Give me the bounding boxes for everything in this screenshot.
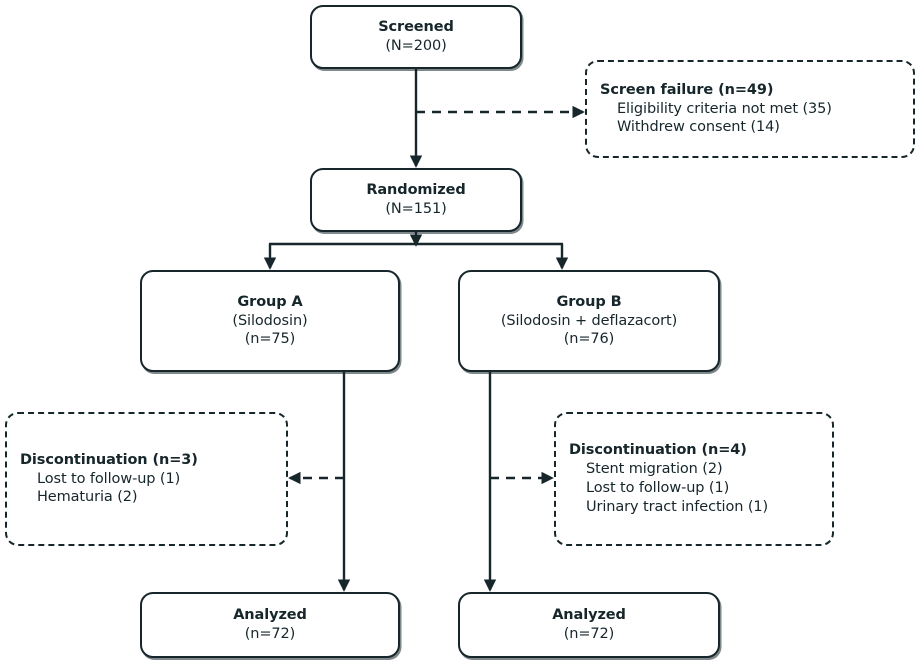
node-analyzed-a: Analyzed (n=72) — [140, 592, 400, 658]
node-discontinuation-a: Discontinuation (n=3) Lost to follow-up … — [5, 412, 288, 546]
node-screen-failure-header: Screen failure (n=49) — [600, 81, 774, 98]
node-group-a: Group A (Silodosin) (n=75) — [140, 270, 400, 372]
node-group-a-drug: (Silodosin) — [232, 312, 308, 329]
node-discontinuation-a-item: Hematuria (2) — [37, 489, 138, 506]
node-discontinuation-a-header: Discontinuation (n=3) — [20, 451, 198, 468]
node-screen-failure: Screen failure (n=49) Eligibility criter… — [585, 60, 915, 158]
node-discontinuation-b-item: Urinary tract infection (1) — [586, 498, 769, 515]
node-analyzed-b-count: (n=72) — [563, 626, 615, 642]
node-discontinuation-b-header: Discontinuation (n=4) — [569, 442, 747, 459]
node-group-b-count: (n=76) — [563, 331, 615, 348]
node-randomized-title: Randomized — [366, 182, 466, 199]
node-group-b-title: Group B — [556, 293, 622, 310]
node-analyzed-a-count: (n=72) — [244, 626, 296, 642]
node-screened-title: Screened — [378, 19, 454, 36]
node-group-a-count: (n=75) — [244, 331, 296, 348]
node-randomized-count: (N=151) — [385, 201, 447, 217]
node-group-b: Group B (Silodosin + deflazacort) (n=76) — [458, 270, 720, 372]
node-analyzed-a-title: Analyzed — [233, 607, 307, 624]
node-analyzed-b: Analyzed (n=72) — [458, 592, 720, 658]
node-screened-count: (N=200) — [385, 38, 447, 54]
node-randomized: Randomized (N=151) — [310, 168, 522, 232]
node-screen-failure-item: Eligibility criteria not met (35) — [617, 100, 832, 117]
node-discontinuation-b-item: Stent migration (2) — [586, 461, 723, 478]
node-screened: Screened (N=200) — [310, 5, 522, 69]
node-screen-failure-item: Withdrew consent (14) — [617, 119, 780, 136]
node-discontinuation-b-item: Lost to follow-up (1) — [586, 480, 730, 496]
node-discontinuation-b: Discontinuation (n=4) Stent migration (2… — [554, 412, 834, 546]
node-group-a-title: Group A — [237, 293, 303, 310]
node-analyzed-b-title: Analyzed — [552, 607, 626, 624]
node-group-b-drug: (Silodosin + deflazacort) — [500, 312, 678, 329]
node-discontinuation-a-item: Lost to follow-up (1) — [37, 470, 181, 487]
